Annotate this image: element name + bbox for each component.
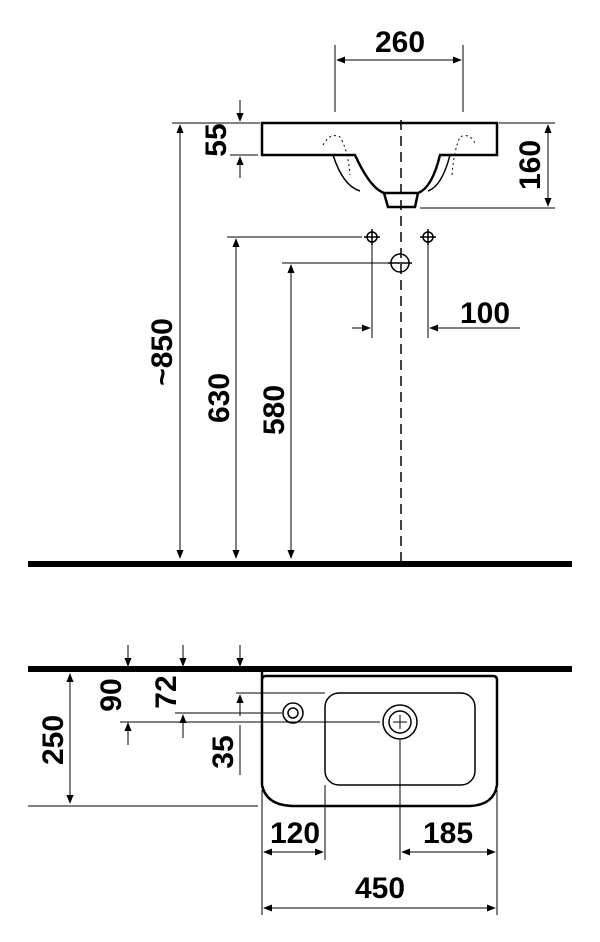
- dim-850: ~850: [146, 318, 179, 386]
- dim-630: 630: [203, 373, 236, 423]
- dim-450: 450: [355, 872, 405, 905]
- dim-260: 260: [375, 26, 425, 59]
- dim-90: 90: [95, 678, 128, 711]
- dim-35: 35: [207, 735, 240, 768]
- tap-hole-left: [322, 135, 351, 176]
- dim-580: 580: [258, 385, 291, 435]
- basin-inner-bowl: [332, 154, 451, 192]
- basin-top-outline: [260, 672, 499, 808]
- dim-250: 250: [37, 715, 70, 765]
- dim-185: 185: [423, 817, 473, 850]
- dim-100: 100: [460, 297, 510, 330]
- drain-top: [382, 704, 418, 740]
- dim-120: 120: [270, 817, 320, 850]
- dim-72: 72: [150, 675, 183, 708]
- supply-fitting-right: [420, 229, 436, 245]
- tap-hole-top: [282, 702, 304, 724]
- front-view: 260 55 160 ~850 630: [28, 26, 572, 567]
- dim-55: 55: [200, 123, 233, 156]
- basin-front-outline: [260, 121, 499, 195]
- top-view: 90 72 35 250 120 185 450: [28, 645, 572, 915]
- dim-160: 160: [514, 140, 547, 190]
- supply-fitting-left: [364, 229, 380, 245]
